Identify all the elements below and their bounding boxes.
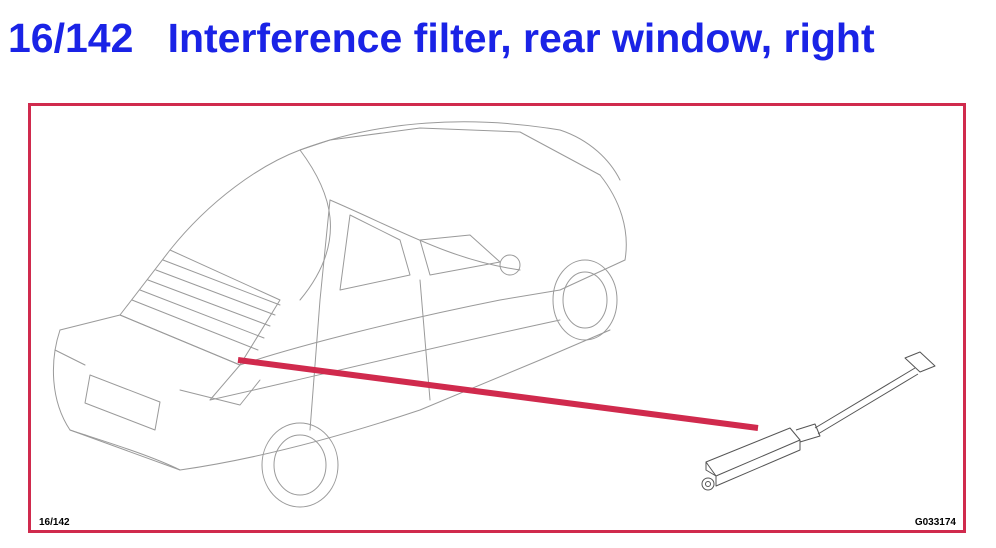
illustration-frame: [28, 103, 966, 533]
page-title: 16/142 Interference filter, rear window,…: [8, 15, 875, 61]
pointer-line: [237, 357, 759, 431]
figure-ref-left: 16/142: [39, 517, 70, 528]
car-outline: [53, 121, 627, 508]
figure-ref-right: G033174: [914, 517, 956, 528]
interference-filter-part: [701, 351, 936, 491]
